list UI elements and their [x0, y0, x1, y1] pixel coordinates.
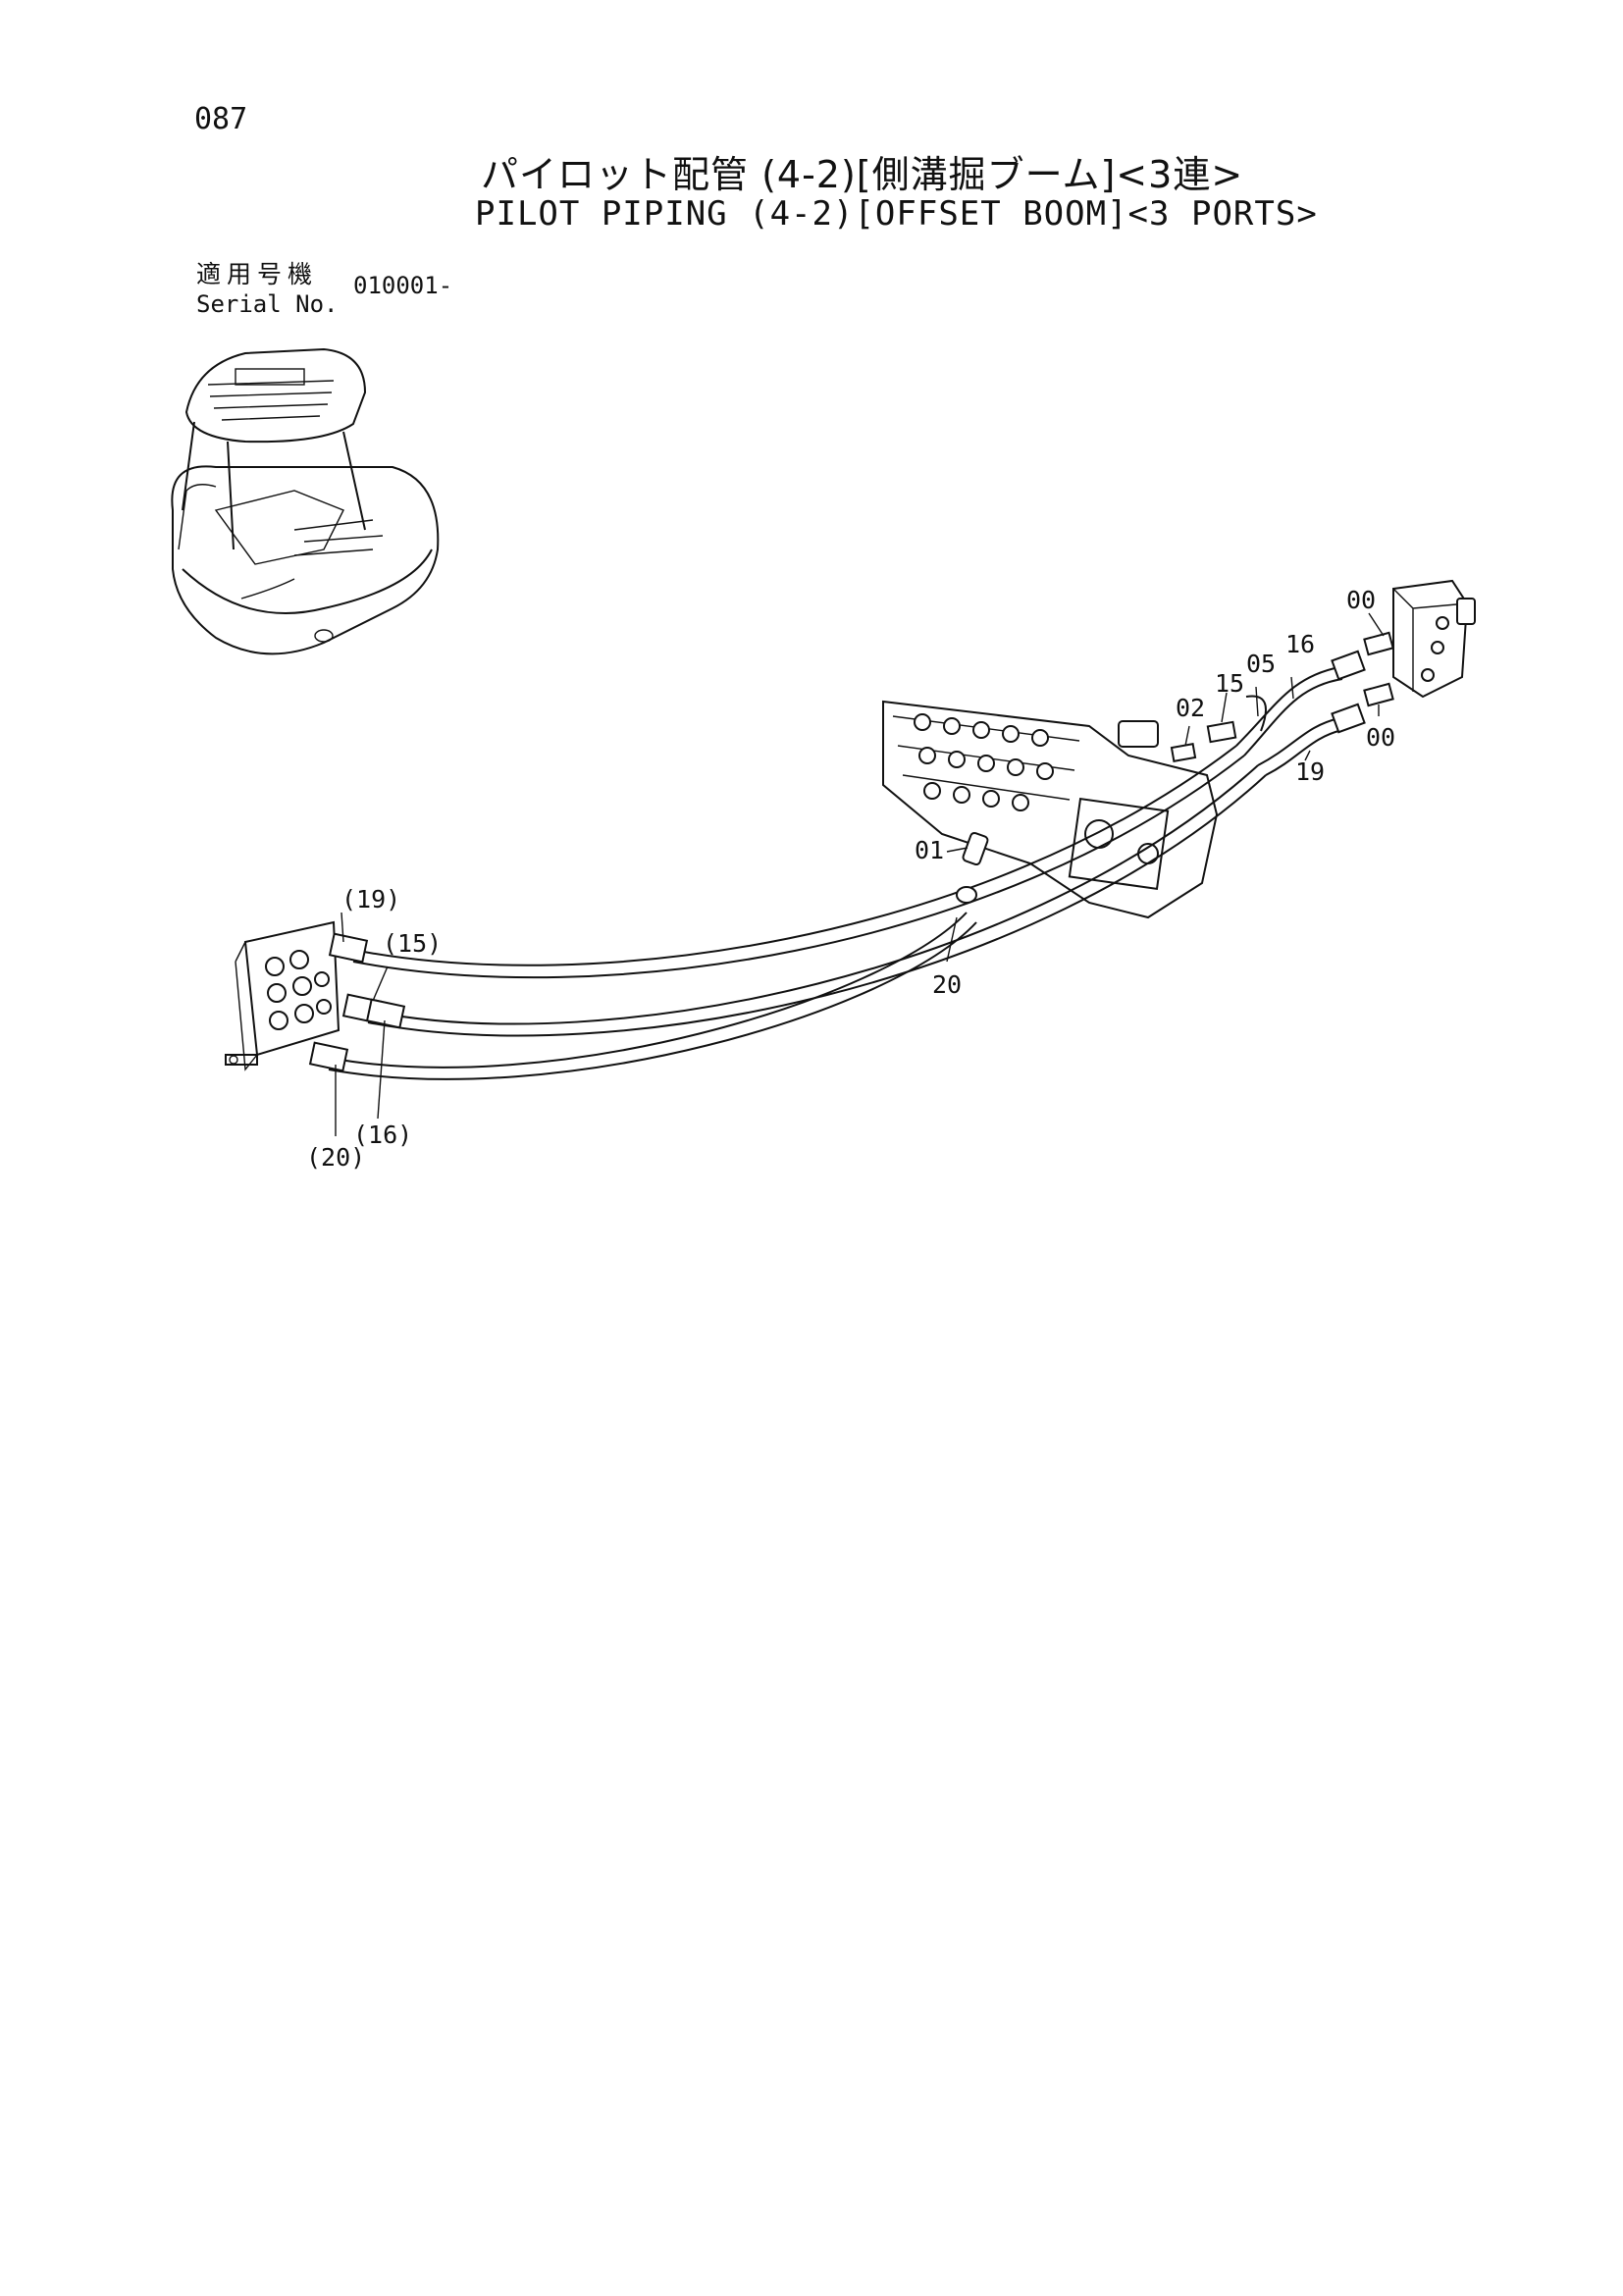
callout-02: 02 — [1176, 694, 1205, 722]
callout-leader-lines — [335, 612, 1385, 1136]
callout-20-ref: (20) — [306, 1143, 365, 1172]
page-number: 087 — [194, 102, 248, 136]
title-english: PILOT PIPING (4-2)[OFFSET BOOM]<3 PORTS> — [475, 194, 1318, 234]
title-japanese: パイロット配管 (4-2)[側溝掘ブーム]<3連> — [481, 153, 1244, 196]
serial-label-english: Serial No. — [196, 290, 339, 318]
callout-00-upper: 00 — [1346, 586, 1376, 614]
callout-16: 16 — [1285, 630, 1315, 658]
callout-01: 01 — [915, 836, 944, 864]
callout-20: 20 — [932, 970, 962, 999]
pilot-hoses — [308, 650, 1366, 1080]
callout-00-lower: 00 — [1366, 723, 1395, 752]
excavator-overview-illustration — [171, 347, 440, 655]
callout-19: 19 — [1295, 757, 1325, 786]
callout-05: 05 — [1246, 650, 1276, 678]
pilot-valve-block-right — [1363, 579, 1476, 707]
callout-19-ref: (19) — [341, 885, 400, 913]
pilot-manifold-left — [225, 920, 340, 1071]
serial-number-value: 010001- — [353, 272, 453, 299]
callout-15: 15 — [1215, 669, 1244, 698]
callout-15-ref: (15) — [383, 929, 442, 958]
callout-16-ref: (16) — [353, 1121, 412, 1149]
serial-label-japanese: 適用号機 — [196, 260, 319, 288]
